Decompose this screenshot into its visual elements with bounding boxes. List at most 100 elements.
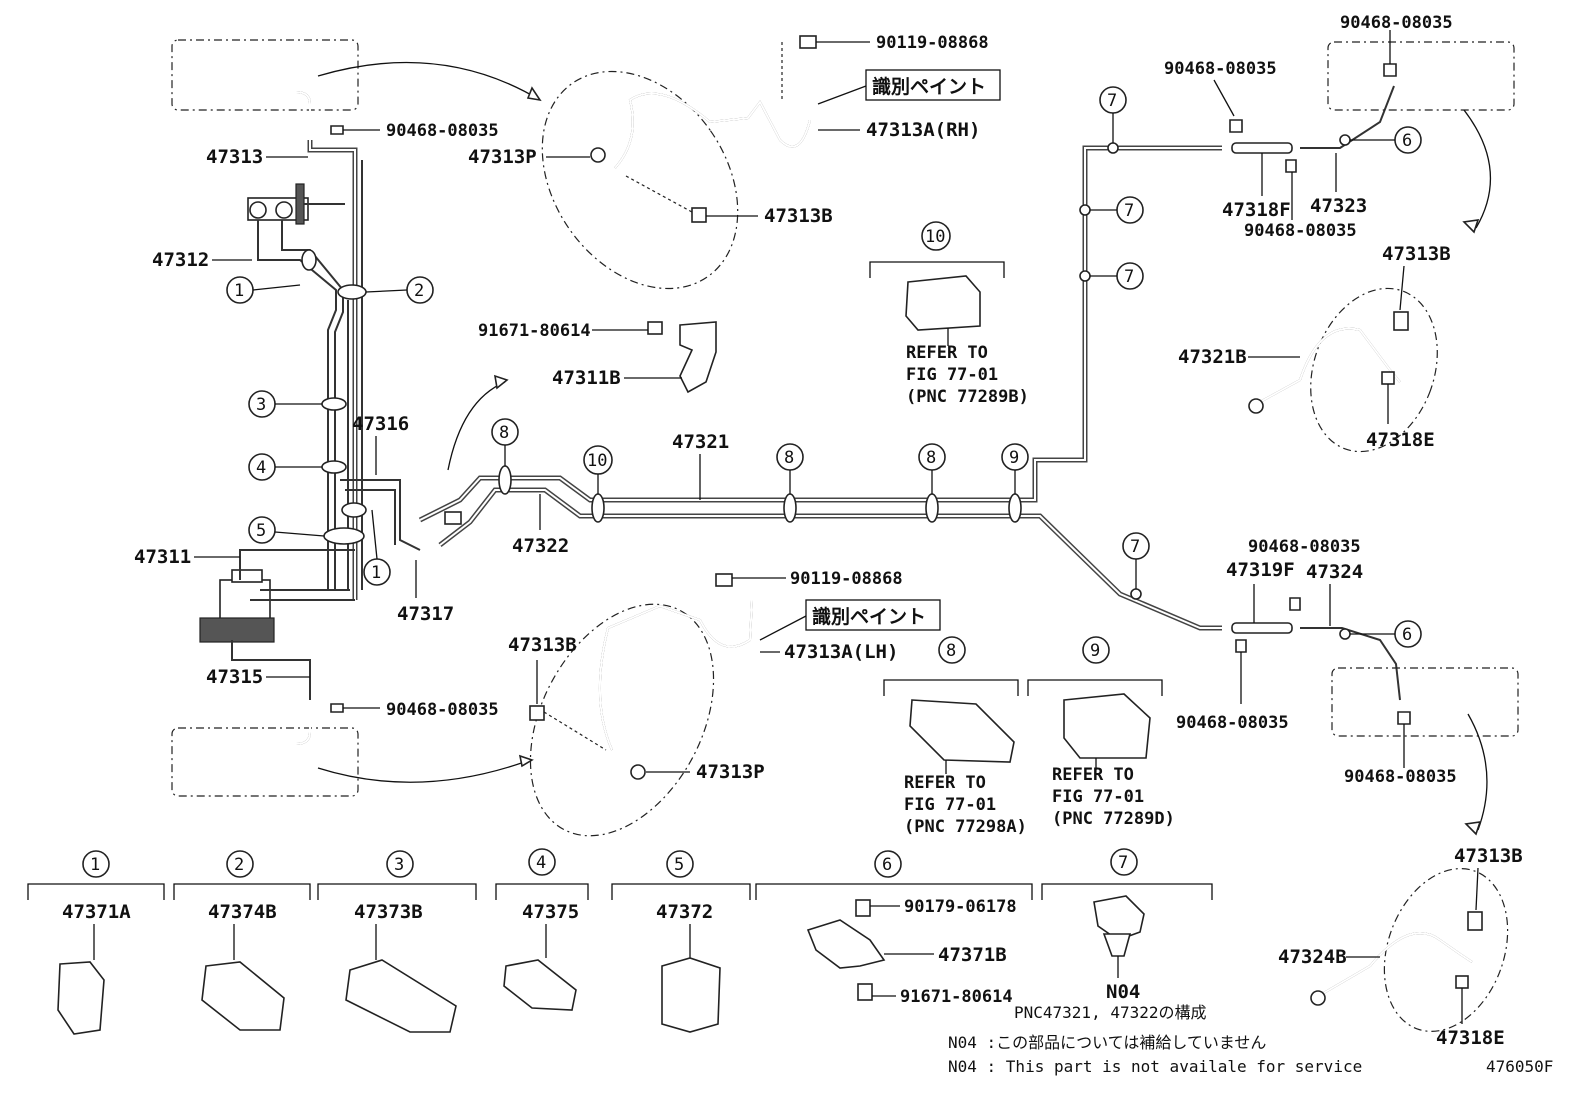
part-47313B-top: 47313B	[764, 205, 833, 227]
svg-text:(PNC 77289B): (PNC 77289B)	[906, 387, 1029, 407]
svg-text:2: 2	[234, 855, 244, 875]
svg-text:10: 10	[925, 227, 945, 247]
clamp-5	[323, 527, 365, 545]
svg-text:FIG 77-01: FIG 77-01	[906, 365, 998, 385]
svg-text:REFER TO: REFER TO	[1052, 765, 1134, 785]
part-47312: 47312	[152, 249, 209, 271]
svg-text:10: 10	[587, 451, 607, 471]
part-47311: 47311	[134, 546, 191, 568]
part-47313P-bot: 47313P	[696, 761, 765, 783]
bolt-label-90119-top: 90119-08868	[876, 33, 989, 53]
svg-text:FIG 77-01: FIG 77-01	[1052, 787, 1144, 807]
part-47321: 47321	[672, 431, 729, 453]
rear-left-line: 90468-08035 47315	[171, 640, 534, 797]
part-47318F: 47318F	[1222, 199, 1291, 221]
svg-text:8: 8	[499, 423, 509, 443]
svg-text:7: 7	[1118, 853, 1128, 873]
part-47311B: 47311B	[552, 367, 621, 389]
clamp-47373B: 47373B	[354, 901, 423, 923]
part-47313A-LH: 47313A(LH)	[784, 641, 898, 663]
bolt-90119-bot	[715, 573, 733, 587]
part-47318E-2: 47318E	[1436, 1027, 1505, 1049]
svg-text:REFER TO: REFER TO	[906, 343, 988, 363]
clamp-legend-row: 1 47371A 2 47374B 3 47373B 4 47375 5 473…	[27, 848, 1213, 1035]
svg-text:9: 9	[1009, 448, 1019, 468]
part-47313: 47313	[206, 146, 263, 168]
left-callouts: 1 2 3 4 5 1 47316 47311 47317	[134, 276, 454, 625]
master-cylinder	[247, 183, 345, 225]
bolt-label-91671-bot: 91671-80614	[900, 987, 1013, 1007]
part-47319F: 47319F	[1226, 559, 1295, 581]
rear-right-upper: 90468-08035 90468-08035 6 47318F 47323 9…	[1164, 13, 1515, 241]
clip-90468-g: 90468-08035	[1176, 713, 1289, 733]
note-ja: N04 :この部品については補給していません	[948, 1033, 1266, 1052]
svg-text:7: 7	[1107, 91, 1117, 111]
tube-47318F	[1231, 142, 1293, 154]
svg-text:5: 5	[674, 855, 684, 875]
clip-N04: N04	[1106, 981, 1140, 1003]
bracket-47311B: 91671-80614 47311B	[478, 321, 717, 394]
paint-mark-top: 識別ペイント	[872, 75, 986, 98]
clip-90468-h: 90468-08035	[1344, 767, 1457, 787]
part-47322: 47322	[512, 535, 569, 557]
upper-left-labels: 47313 90468-08035 47312	[152, 121, 499, 271]
refer-clamp-8-9: 8 REFER TO FIG 77-01 (PNC 77298A) 9 REFE…	[883, 636, 1175, 837]
note-en: N04 : This part is not availale for serv…	[948, 1057, 1362, 1076]
part-47321B: 47321B	[1178, 346, 1247, 368]
svg-text:6: 6	[1402, 131, 1412, 151]
part-47324: 47324	[1306, 561, 1363, 583]
svg-text:1: 1	[234, 281, 244, 301]
svg-text:7: 7	[1130, 537, 1140, 557]
part-47313A-RH: 47313A(RH)	[866, 119, 980, 141]
clamp-47375: 47375	[522, 901, 579, 923]
gasket-bot	[630, 764, 646, 780]
bolt-47313B-top	[691, 207, 707, 223]
clip-90468-e: 90468-08035	[1244, 221, 1357, 241]
svg-text:(PNC 77289D): (PNC 77289D)	[1052, 809, 1175, 829]
front-left-hose-detail: 90119-08868 識別ペイント 47313A(LH) 47313B 473…	[508, 569, 941, 837]
part-47324B: 47324B	[1278, 946, 1347, 968]
bolt-label-91671-top: 91671-80614	[478, 321, 591, 341]
bolt-90119-top	[799, 35, 817, 49]
rear-left-lower: 6 90468-08035 47319F 47324 90468-08035 9…	[1176, 537, 1519, 836]
svg-text:6: 6	[882, 855, 892, 875]
pnc-note: PNC47321, 47322の構成	[1014, 1003, 1207, 1022]
svg-text:4: 4	[536, 853, 546, 873]
svg-text:8: 8	[926, 448, 936, 468]
svg-text:REFER TO: REFER TO	[904, 773, 986, 793]
notes: PNC47321, 47322の構成 N04 :この部品については補給していませ…	[948, 1003, 1553, 1076]
bolt-90179: 90179-06178	[904, 897, 1017, 917]
part-47313B-right1: 47313B	[1382, 243, 1451, 265]
front-right-hose-detail: 90119-08868 識別ペイント 47313A(RH) 47313P 473…	[468, 33, 1001, 290]
svg-text:2: 2	[414, 281, 424, 301]
part-47323: 47323	[1310, 195, 1367, 217]
svg-text:1: 1	[371, 563, 381, 583]
clamp-47371A: 47371A	[62, 901, 131, 923]
bolt-label-90119-bot: 90119-08868	[790, 569, 903, 589]
svg-text:4: 4	[256, 458, 266, 478]
clip-90468-f: 90468-08035	[1248, 537, 1361, 557]
main-tubes	[418, 142, 1222, 631]
clip-90468-c: 90468-08035	[1340, 13, 1453, 33]
part-47313B-mid: 47313B	[508, 634, 577, 656]
part-47316: 47316	[352, 413, 409, 435]
svg-text:FIG 77-01: FIG 77-01	[904, 795, 996, 815]
part-47313P-top: 47313P	[468, 146, 537, 168]
rear-left-hose: 47313B 47324B 47318E	[1278, 845, 1523, 1049]
part-47317: 47317	[397, 603, 454, 625]
part-47313B-right2: 47313B	[1454, 845, 1523, 867]
tube-47319F	[1231, 622, 1293, 634]
clamp-3	[321, 397, 347, 411]
part-47318E-1: 47318E	[1366, 429, 1435, 451]
clamp-47372: 47372	[656, 901, 713, 923]
clamp-1-mid	[341, 502, 367, 518]
svg-text:9: 9	[1090, 641, 1100, 661]
gasket-top	[590, 147, 606, 163]
front-right-wheel-area	[171, 39, 542, 128]
svg-text:3: 3	[256, 395, 266, 415]
bolt-47313B-mid	[529, 705, 545, 721]
clamp-47374B: 47374B	[208, 901, 277, 923]
svg-text:6: 6	[1402, 625, 1412, 645]
clamp-1-top	[301, 249, 317, 271]
